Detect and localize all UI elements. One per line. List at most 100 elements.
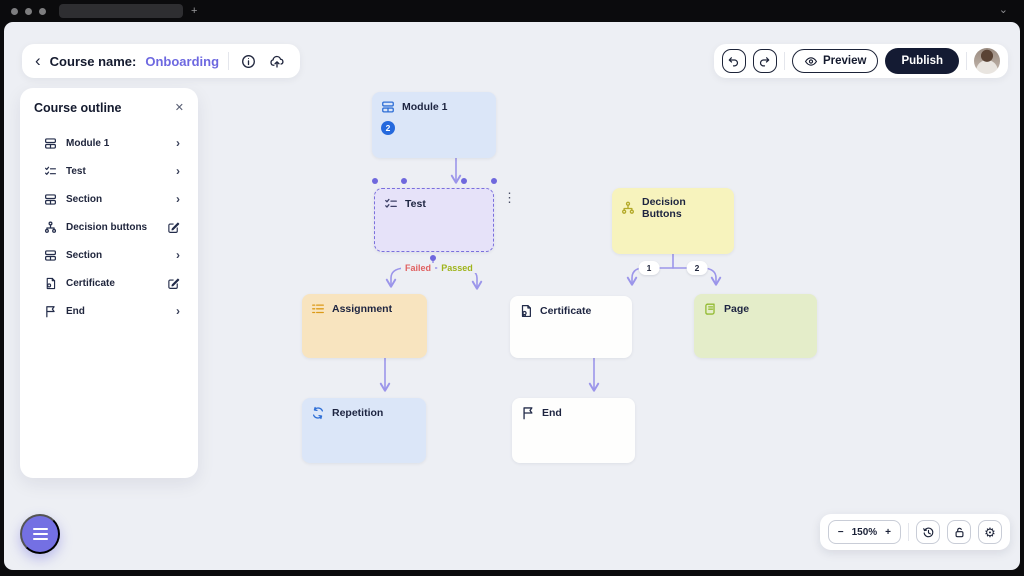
module-icon: [44, 249, 57, 262]
sidebar-item-section[interactable]: Section ›: [44, 185, 180, 213]
drop-handle-dot[interactable]: [491, 178, 497, 184]
drop-handle-dot[interactable]: [372, 178, 378, 184]
flow-canvas[interactable]: ⋮ Module 1 2 Tes: [4, 22, 1020, 570]
back-button[interactable]: ‹: [35, 50, 41, 70]
lock-button[interactable]: [947, 520, 971, 544]
chevron-right-icon[interactable]: ›: [176, 136, 180, 150]
drop-handle-dot[interactable]: [461, 178, 467, 184]
chevron-right-icon[interactable]: ›: [176, 192, 180, 206]
node-label: Module 1: [402, 101, 448, 113]
sidebar-item-label: Certificate: [66, 277, 115, 289]
node-test[interactable]: Test: [374, 188, 494, 252]
decision-tree-icon: [44, 221, 57, 234]
sidebar-item-decision-buttons[interactable]: Decision buttons: [44, 213, 180, 241]
sidebar-item-certificate[interactable]: Certificate: [44, 269, 180, 297]
preview-label: Preview: [822, 55, 867, 67]
course-name-value[interactable]: Onboarding: [145, 53, 220, 69]
menu-icon: [32, 528, 48, 530]
canvas-toolbar: − 150% + ⚙: [819, 514, 1010, 550]
node-assignment[interactable]: Assignment: [302, 294, 427, 358]
edge-label-branch-2: 2: [686, 261, 708, 275]
drop-handle-dot[interactable]: [401, 178, 407, 184]
traffic-light[interactable]: [25, 7, 32, 15]
window-traffic-lights[interactable]: [11, 7, 46, 15]
history-button[interactable]: [916, 520, 940, 544]
checklist-icon: [384, 197, 398, 211]
zoom-control: − 150% +: [827, 520, 901, 544]
publish-button[interactable]: Publish: [885, 48, 959, 74]
traffic-light[interactable]: [39, 7, 46, 15]
info-icon[interactable]: [238, 51, 258, 71]
new-tab-button[interactable]: +: [191, 5, 198, 17]
sidebar-item-module-1[interactable]: Module 1 ›: [44, 129, 180, 157]
chevron-right-icon[interactable]: ›: [176, 248, 180, 262]
flag-icon: [521, 406, 535, 420]
node-certificate[interactable]: Certificate: [510, 296, 632, 358]
node-label: Page: [724, 303, 750, 315]
course-outline-panel: Course outline ✕ Module 1 ›: [20, 88, 198, 478]
node-repetition[interactable]: Repetition: [302, 398, 426, 463]
node-label: Certificate: [540, 305, 592, 317]
node-label: Assignment: [332, 303, 393, 315]
checklist-icon: [44, 165, 57, 178]
sidebar-item-label: Module 1: [66, 137, 110, 149]
course-name-label: Course name:: [49, 53, 137, 69]
node-end[interactable]: End: [512, 398, 635, 463]
settings-gear-button[interactable]: ⚙: [978, 520, 1002, 544]
avatar[interactable]: [974, 48, 1000, 74]
node-module-1[interactable]: Module 1 2: [372, 92, 496, 158]
menu-fab-button[interactable]: [20, 514, 60, 554]
module-icon: [44, 193, 57, 206]
upload-cloud-icon[interactable]: [267, 51, 287, 71]
sidebar-item-label: End: [66, 305, 85, 317]
browser-chrome: + ⌄: [0, 0, 1024, 22]
publish-label: Publish: [901, 55, 943, 67]
assignment-list-icon: [311, 302, 325, 316]
chevron-right-icon[interactable]: ›: [176, 304, 180, 318]
eye-icon: [804, 55, 818, 68]
zoom-level: 150%: [851, 526, 878, 538]
undo-button[interactable]: [721, 49, 746, 73]
sidebar-item-section[interactable]: Section ›: [44, 241, 180, 269]
certificate-icon: [44, 277, 57, 290]
node-decision-buttons[interactable]: Decision Buttons: [612, 188, 734, 254]
sidebar-item-label: Section: [66, 249, 103, 261]
zoom-out-button[interactable]: −: [837, 526, 844, 538]
sidebar-item-label: Decision buttons: [66, 221, 148, 233]
node-count-badge: 2: [381, 121, 395, 135]
browser-tab[interactable]: [59, 4, 183, 18]
node-more-menu[interactable]: ⋮: [503, 190, 516, 205]
certificate-icon: [519, 304, 533, 318]
decision-tree-icon: [621, 201, 635, 215]
divider: [908, 523, 909, 541]
preview-button[interactable]: Preview: [791, 49, 879, 73]
close-icon[interactable]: ✕: [174, 101, 184, 114]
panel-title: Course outline: [34, 101, 122, 115]
edit-icon[interactable]: [167, 221, 180, 234]
sidebar-item-label: Section: [66, 193, 103, 205]
redo-button[interactable]: [752, 49, 777, 73]
node-page[interactable]: Page: [694, 294, 817, 358]
page-scroll-icon: [703, 302, 717, 316]
header-actions: Preview Publish: [713, 44, 1008, 78]
chevron-down-icon[interactable]: ⌄: [998, 4, 1008, 16]
sidebar-item-label: Test: [66, 165, 86, 177]
repeat-icon: [311, 406, 325, 420]
edge-label-branch-1: 1: [638, 261, 660, 275]
divider: [783, 52, 785, 70]
module-icon: [381, 100, 395, 114]
node-label: Repetition: [332, 407, 384, 419]
edge-label-failed: Failed: [400, 263, 436, 273]
edit-icon[interactable]: [167, 277, 180, 290]
gear-icon: ⚙: [984, 524, 996, 540]
traffic-light[interactable]: [11, 7, 18, 15]
chevron-right-icon[interactable]: ›: [176, 164, 180, 178]
connector-handle-dot[interactable]: [430, 255, 436, 261]
course-header: ‹ Course name: Onboarding: [22, 44, 301, 78]
sidebar-item-end[interactable]: End ›: [44, 297, 180, 325]
zoom-in-button[interactable]: +: [885, 526, 891, 538]
flag-icon: [44, 305, 57, 318]
node-label: Test: [405, 198, 426, 210]
sidebar-item-test[interactable]: Test ›: [44, 157, 180, 185]
divider: [228, 52, 230, 70]
